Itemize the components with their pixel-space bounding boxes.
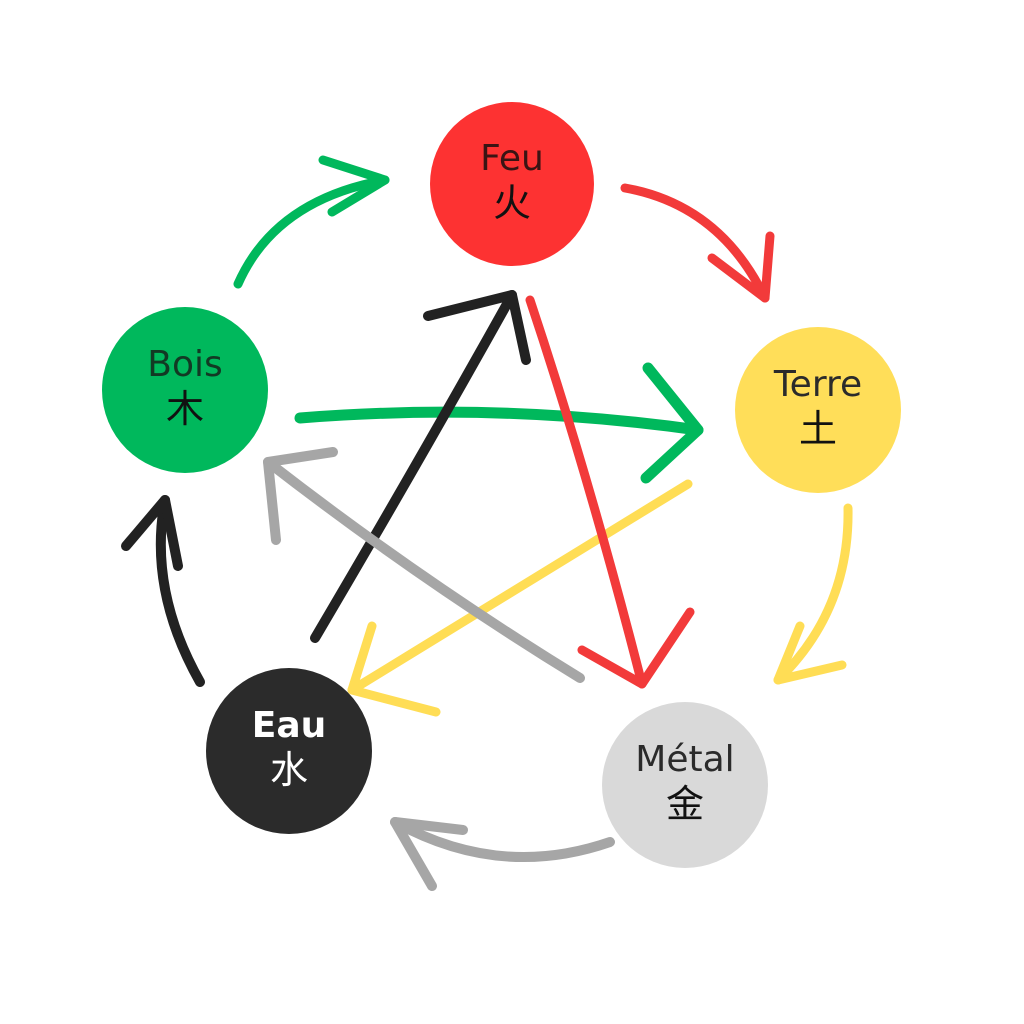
element-glyph-terre: 土 — [798, 407, 837, 452]
arrow-bois-to-terre-head — [640, 362, 704, 484]
arrow-terre-to-metal-head — [773, 621, 847, 685]
arrow-bois-to-terre-shaft — [294, 406, 704, 436]
element-glyph-feu: 火 — [492, 181, 531, 226]
arrow-bois-to-feu-head — [318, 155, 390, 217]
element-label-metal: Métal — [635, 739, 735, 781]
element-node-bois: Bois 木 — [102, 307, 268, 473]
arrow-terre-to-metal-shaft — [773, 503, 853, 685]
arrow-eau-to-bois — [121, 495, 205, 687]
arrow-bois-to-feu — [233, 155, 390, 289]
element-glyph-bois: 木 — [165, 387, 204, 432]
arrow-terre-to-eau — [347, 479, 693, 717]
element-glyph-eau: 水 — [269, 748, 308, 793]
arrow-feu-to-metal-head — [577, 607, 695, 689]
element-node-terre: Terre 土 — [735, 327, 901, 493]
arrow-eau-to-bois-shaft — [155, 495, 205, 687]
element-label-terre: Terre — [773, 364, 863, 406]
element-label-feu: Feu — [480, 138, 544, 180]
arrow-feu-to-terre-head — [707, 231, 775, 303]
arrow-feu-to-terre — [620, 183, 775, 303]
arrow-metal-to-bois — [263, 447, 585, 683]
arrow-terre-to-eau-head — [347, 621, 441, 717]
arrow-feu-to-terre-shaft — [620, 183, 770, 303]
arrow-eau-to-feu-head — [423, 290, 531, 365]
arrow-eau-to-feu-shaft — [310, 290, 517, 643]
arrow-terre-to-eau-shaft — [347, 479, 693, 695]
element-label-eau: Eau — [251, 705, 327, 747]
arrow-metal-to-bois-head — [263, 447, 338, 545]
arrow-metal-to-eau-head — [390, 817, 468, 891]
arrow-metal-to-bois-shaft — [263, 457, 585, 683]
arrow-terre-to-metal — [773, 503, 853, 685]
element-node-feu: Feu 火 — [430, 102, 594, 266]
element-glyph-metal: 金 — [665, 782, 704, 827]
arrow-bois-to-feu-shaft — [233, 175, 390, 289]
arrow-eau-to-bois-head — [121, 495, 183, 571]
element-label-bois: Bois — [147, 344, 223, 386]
element-node-metal: Métal 金 — [602, 702, 768, 868]
arrow-eau-to-feu — [310, 290, 531, 643]
element-node-eau: Eau 水 — [206, 668, 372, 834]
arrow-feu-to-metal-shaft — [525, 295, 647, 689]
arrow-feu-to-metal — [525, 295, 695, 689]
arrow-metal-to-eau — [390, 817, 615, 891]
arrow-metal-to-eau-shaft — [390, 817, 615, 862]
arrow-bois-to-terre — [294, 362, 704, 484]
